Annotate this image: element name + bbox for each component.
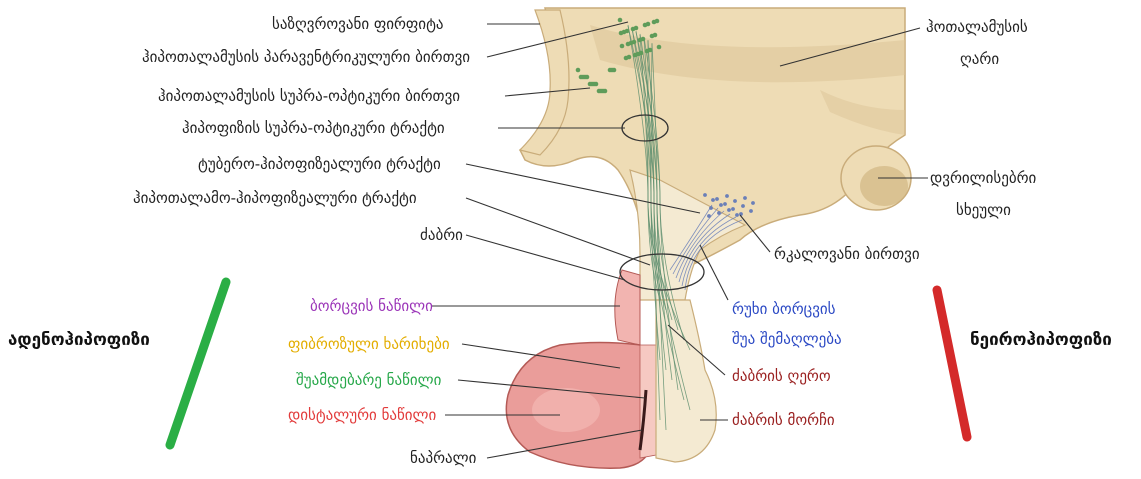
- label-hyp-bottom-2: ღარი: [960, 50, 999, 68]
- infundibular-process: [656, 300, 716, 462]
- arcuate-dot: [723, 202, 727, 206]
- supraoptic-dot: [608, 68, 613, 73]
- label-adenohypophysis: ადენოჰიპოფიზი: [8, 331, 150, 349]
- supraoptic-dot: [597, 89, 602, 94]
- paraventricular-dot: [633, 53, 638, 58]
- arcuate-dot: [743, 196, 747, 200]
- label-mammillary-1: დვრილისებრი: [930, 169, 1036, 187]
- label-paraventricular: ჰიპოთალამუსის პარავენტრიკულური ბირთვი: [142, 48, 470, 66]
- label-fibroznuli: ფიბროზული ხარიხები: [288, 335, 450, 353]
- paraventricular-dot: [657, 45, 662, 50]
- leader-dzabri: [466, 235, 625, 280]
- adeno-bar: [170, 282, 226, 445]
- supraoptic-dot: [579, 75, 584, 80]
- label-hyp-bottom-1: ჰოთალამუსის: [926, 18, 1028, 36]
- label-tuberohypophyseal: ტუბერო-ჰიპოფიზეალური ტრაქტი: [198, 155, 441, 173]
- paraventricular-dot: [631, 27, 636, 32]
- arcuate-dot: [741, 204, 745, 208]
- paraventricular-dot: [650, 34, 655, 39]
- paraventricular-dot: [620, 44, 625, 49]
- arcuate-dot: [751, 201, 755, 205]
- label-mammillary-2: სხეული: [956, 201, 1011, 219]
- arcuate-dot: [711, 198, 715, 202]
- label-infundibular-process: ძაბრის მორჩი: [732, 411, 835, 429]
- paraventricular-dot: [626, 42, 631, 47]
- label-napralie: ნაპრალი: [410, 449, 476, 467]
- pars-tuberalis: [615, 270, 640, 345]
- paraventricular-dot: [645, 49, 650, 54]
- label-median-eminence-2: შუა შემაღლება: [732, 330, 842, 348]
- paraventricular-dot: [619, 31, 624, 36]
- supraoptic-dot: [588, 82, 593, 87]
- arcuate-dot: [709, 206, 713, 210]
- label-supraoptic-tract: ჰიპოფიზის სუპრა-ოპტიკური ტრაქტი: [182, 119, 445, 137]
- arcuate-dot: [707, 214, 711, 218]
- label-shuamdebare: შუამდებარე ნაწილი: [296, 371, 441, 389]
- label-neurohypophysis: ნეიროჰიპოფიზი: [970, 331, 1112, 349]
- arcuate-dot: [749, 209, 753, 213]
- label-distaluri: დისტალური ნაწილი: [288, 406, 436, 424]
- arcuate-dot: [731, 207, 735, 211]
- label-supraoptic-nucleus: ჰიპოთალამუსის სუპრა-ოპტიკური ბირთვი: [158, 87, 460, 105]
- arcuate-dot: [715, 197, 719, 201]
- paraventricular-dot: [624, 56, 629, 61]
- label-hypothalamohypophyseal: ჰიპოთალამო-ჰიპოფიზეალური ტრაქტი: [133, 189, 417, 207]
- label-sazghvrovani: საზღვროვანი ფირფიტა: [272, 15, 444, 33]
- arcuate-dot: [725, 194, 729, 198]
- supraoptic-dot: [576, 68, 581, 73]
- label-infundibular-stem: ძაბრის ღერო: [732, 367, 831, 385]
- arcuate-dot: [717, 211, 721, 215]
- label-borcvis: ბორცვის ნაწილი: [310, 297, 433, 315]
- paraventricular-dot: [643, 23, 648, 28]
- arcuate-dot: [733, 199, 737, 203]
- label-median-eminence-1: რუხი ბორცვის: [732, 300, 836, 318]
- pars-distalis-highlight: [532, 388, 600, 432]
- arcuate-dot: [719, 203, 723, 207]
- neuro-bar: [937, 290, 967, 437]
- paraventricular-dot: [618, 18, 623, 23]
- leader-hypothalamohypophyseal: [466, 198, 650, 265]
- arcuate-dot: [703, 193, 707, 197]
- mammillary-shadow: [860, 166, 908, 206]
- paraventricular-dot: [652, 20, 657, 25]
- paraventricular-dot: [638, 38, 643, 43]
- label-arcuate: რკალოვანი ბირთვი: [774, 245, 920, 263]
- label-dzabri: ძაბრი: [420, 226, 463, 244]
- arcuate-dot: [735, 213, 739, 217]
- arcuate-dot: [727, 208, 731, 212]
